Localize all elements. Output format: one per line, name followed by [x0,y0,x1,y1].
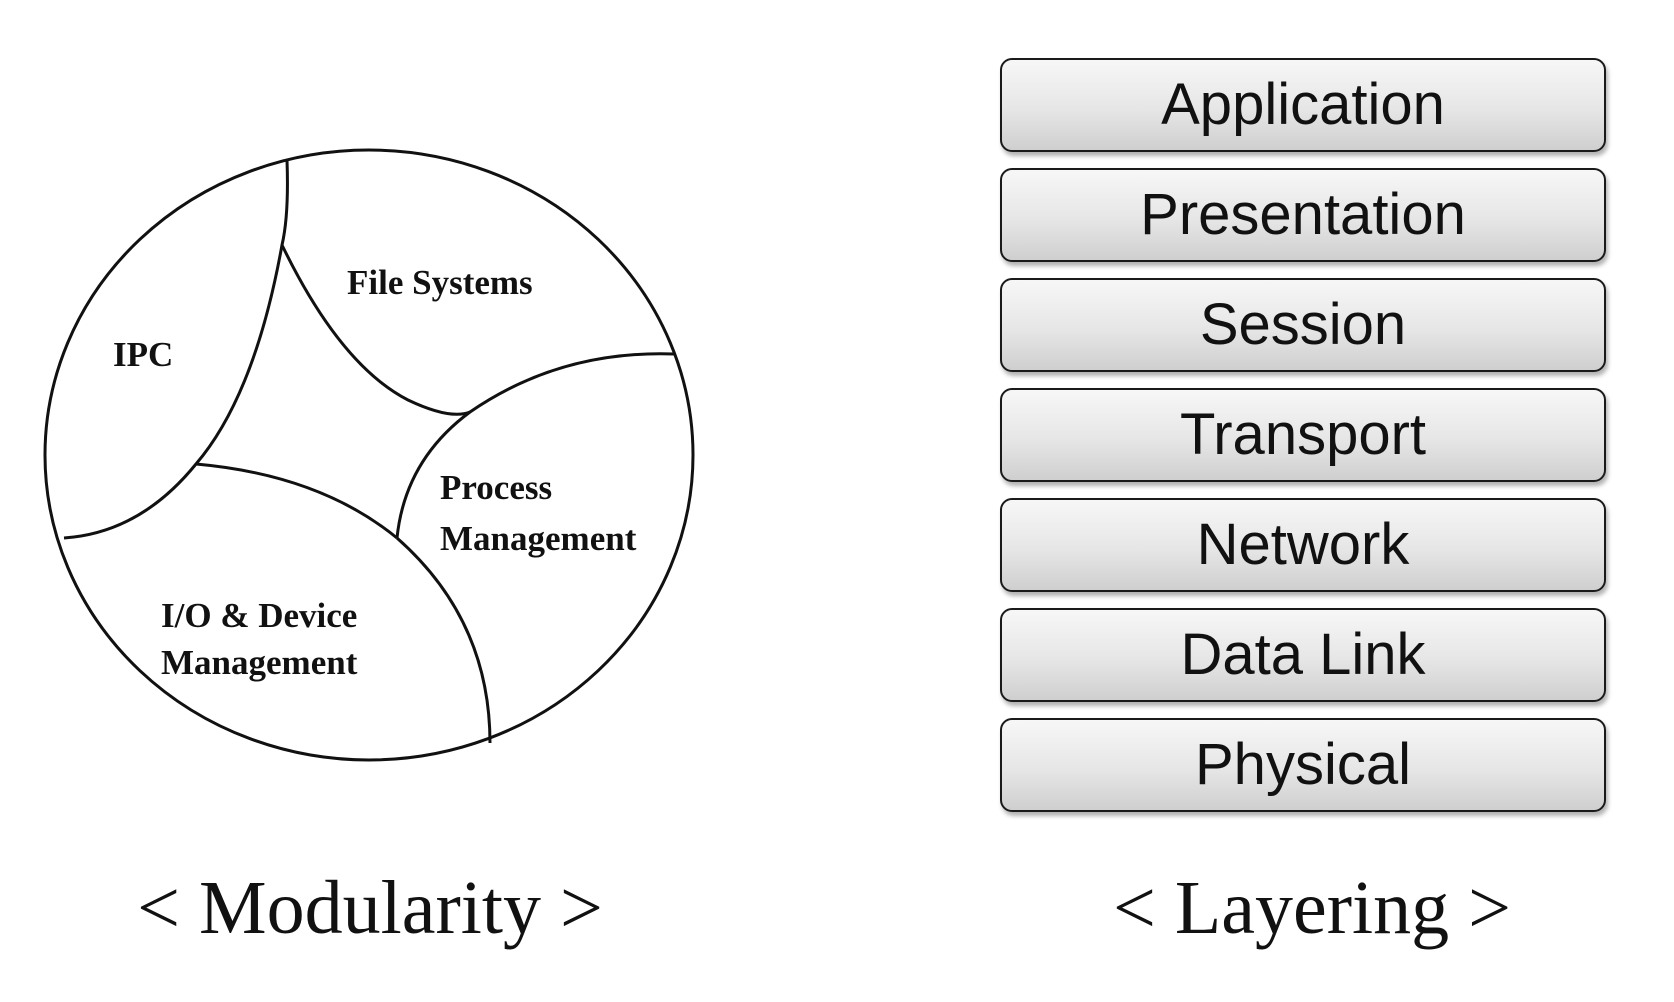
layer-label: Data Link [1180,622,1426,687]
modularity-diagram: IPC File Systems Process Management I/O … [43,148,695,762]
layer-stack: Application Presentation Session Transpo… [1000,58,1606,828]
layer-physical: Physical [1000,718,1606,812]
layer-label: Transport [1179,402,1427,467]
boundary-file-systems-process [280,244,471,416]
layer-presentation: Presentation [1000,168,1606,262]
layer-label: Presentation [1140,182,1466,247]
module-label-ipc: IPC [113,335,173,374]
boundary-process-management [395,352,675,539]
boundary-io-device-process [396,536,492,744]
module-label-file-systems: File Systems [347,263,533,302]
module-label-io-line1: I/O & Device [161,596,357,635]
layer-application: Application [1000,58,1606,152]
layer-label: Physical [1195,732,1411,797]
layer-label: Network [1196,512,1410,577]
module-label-process-line1: Process [440,468,552,507]
layer-label: Session [1199,292,1407,357]
module-label-io-line2: Management [161,643,358,682]
modularity-circle [43,148,695,762]
layer-label: Application [1161,72,1445,137]
boundary-ipc-file-systems [63,159,289,540]
layering-caption: < Layering > [1112,866,1512,950]
layer-session: Session [1000,278,1606,372]
layer-transport: Transport [1000,388,1606,482]
boundary-io-device-top [195,462,398,540]
layer-data-link: Data Link [1000,608,1606,702]
layer-network: Network [1000,498,1606,592]
module-label-process-line2: Management [440,519,637,558]
modularity-caption: < Modularity > [137,866,603,950]
